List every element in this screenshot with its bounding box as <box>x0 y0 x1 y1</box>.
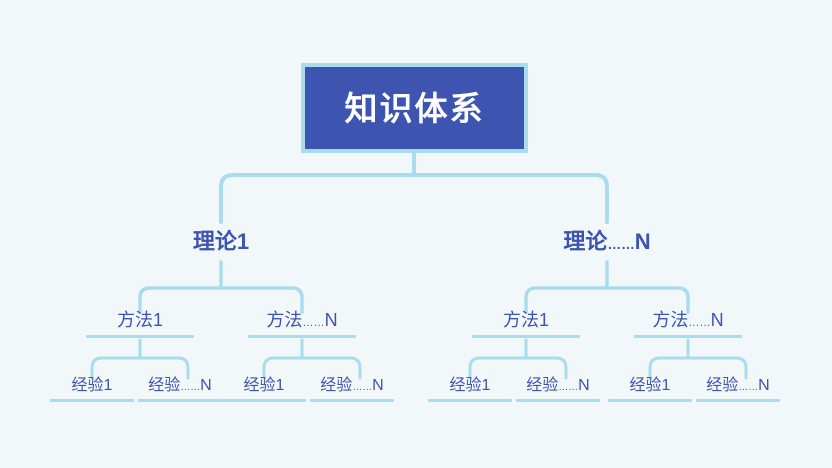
level3-node-method-2a[interactable]: 方法1 <box>472 310 580 338</box>
level4-node-label: 经验……N <box>320 377 384 394</box>
connector-theoryN-to-methods <box>524 286 690 314</box>
connector-theory1-to-methods <box>138 286 304 314</box>
level4-node-underline <box>516 399 600 403</box>
level3-node-method-1n[interactable]: 方法……N <box>248 310 356 338</box>
level2-node-label: 理论……N <box>563 229 651 254</box>
level4-node-underline <box>138 399 222 403</box>
level4-node-label: 经验……N <box>706 377 770 394</box>
level3-node-label: 方法……N <box>266 310 338 330</box>
level4-node-experience-7[interactable]: 经验1 <box>608 377 692 403</box>
root-node[interactable]: 知识体系 <box>301 63 528 153</box>
level3-node-label: 方法1 <box>116 310 163 330</box>
level3-node-method-1a[interactable]: 方法1 <box>86 310 194 338</box>
level2-node-label: 理论1 <box>192 229 250 254</box>
level3-node-method-2n[interactable]: 方法……N <box>634 310 742 338</box>
level4-node-experience-3[interactable]: 经验1 <box>222 377 306 403</box>
level4-node-label: 经验……N <box>148 377 212 394</box>
level4-node-underline <box>696 399 780 403</box>
level4-node-experience-4[interactable]: 经验……N <box>310 377 394 403</box>
connector-method1a-to-leaves <box>90 356 190 380</box>
level4-node-underline <box>608 399 692 403</box>
level4-node-experience-2[interactable]: 经验……N <box>138 377 222 403</box>
level2-node-theory-n[interactable]: 理论……N <box>563 229 651 254</box>
connector-method2a-to-leaves <box>468 356 568 380</box>
level4-node-label: 经验……N <box>526 377 590 394</box>
level4-node-underline <box>428 399 512 403</box>
level4-node-label: 经验1 <box>243 377 285 394</box>
connector-root-to-level2 <box>219 173 609 224</box>
level3-node-label: 方法……N <box>652 310 724 330</box>
level4-node-underline <box>50 399 134 403</box>
connector-method2b-to-leaves <box>648 356 748 380</box>
level3-node-label: 方法1 <box>502 310 549 330</box>
level4-node-experience-5[interactable]: 经验1 <box>428 377 512 403</box>
level2-node-theory-1[interactable]: 理论1 <box>192 229 250 254</box>
level3-node-underline <box>634 334 742 338</box>
level3-node-underline <box>248 334 356 338</box>
level4-node-experience-8[interactable]: 经验……N <box>696 377 780 403</box>
level4-node-label: 经验1 <box>71 377 113 394</box>
level3-node-underline <box>472 334 580 338</box>
level4-node-underline <box>222 399 306 403</box>
root-node-label: 知识体系 <box>344 89 485 127</box>
level3-node-underline <box>86 334 194 338</box>
level4-node-label: 经验1 <box>629 377 671 394</box>
level4-node-label: 经验1 <box>449 377 491 394</box>
level4-node-underline <box>310 399 394 403</box>
connector-method1b-to-leaves <box>262 356 362 380</box>
level4-node-experience-6[interactable]: 经验……N <box>516 377 600 403</box>
level4-node-experience-1[interactable]: 经验1 <box>50 377 134 403</box>
